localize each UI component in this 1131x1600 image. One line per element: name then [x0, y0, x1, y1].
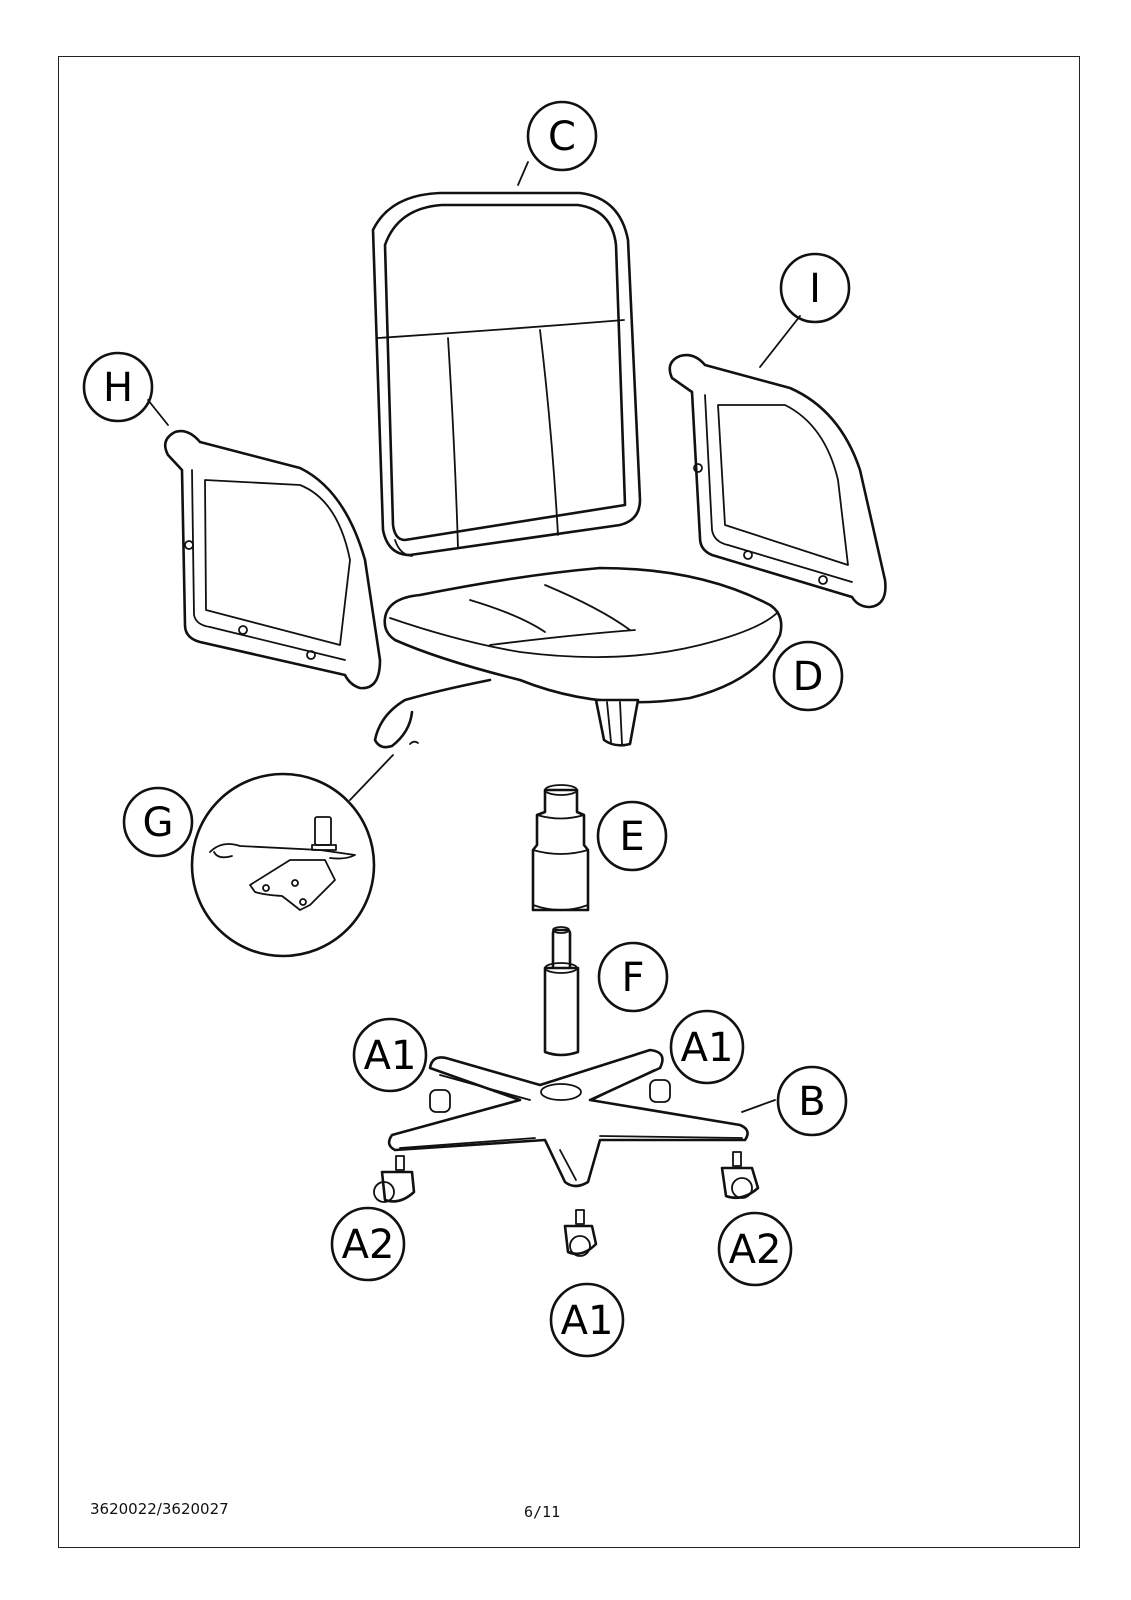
callout-b: B	[778, 1067, 846, 1135]
callout-f: F	[599, 943, 667, 1011]
label-g: G	[143, 800, 174, 846]
caster-center	[565, 1210, 596, 1256]
callout-a1-left: A1	[354, 1019, 426, 1091]
label-b: B	[798, 1079, 825, 1125]
armrest-left-part-h	[165, 431, 380, 688]
label-a2-right: A2	[729, 1227, 782, 1273]
label-d: D	[793, 654, 824, 700]
caster-right	[722, 1152, 758, 1198]
callout-i: I	[781, 254, 849, 322]
label-a1-bottom: A1	[561, 1298, 614, 1344]
label-a2-left: A2	[342, 1222, 395, 1268]
callout-a2-right: A2	[719, 1213, 791, 1285]
mechanism-detail-part-g	[192, 755, 393, 956]
page-number: 6/11	[524, 1503, 560, 1521]
label-a1-left: A1	[364, 1033, 417, 1079]
label-a1-right: A1	[681, 1025, 734, 1071]
seat-part-d	[375, 568, 781, 747]
callout-h: H	[84, 353, 152, 421]
callout-a1-right: A1	[671, 1011, 743, 1083]
armrest-right-part-i	[670, 355, 886, 607]
product-code: 3620022/3620027	[90, 1500, 229, 1518]
backrest-part-c	[373, 193, 640, 556]
caster-left	[374, 1156, 414, 1202]
callout-g: G	[124, 788, 192, 856]
label-e: E	[619, 814, 644, 860]
callout-d: D	[774, 642, 842, 710]
gas-lift-part-f	[545, 927, 578, 1055]
label-h: H	[103, 365, 133, 411]
callout-a2-left: A2	[332, 1208, 404, 1280]
label-c: C	[548, 114, 576, 160]
callout-e: E	[598, 802, 666, 870]
label-f: F	[621, 955, 644, 1001]
label-i: I	[809, 266, 821, 312]
gas-lift-cover-part-e	[533, 785, 588, 910]
callout-c: C	[528, 102, 596, 170]
callout-a1-bottom: A1	[551, 1284, 623, 1356]
